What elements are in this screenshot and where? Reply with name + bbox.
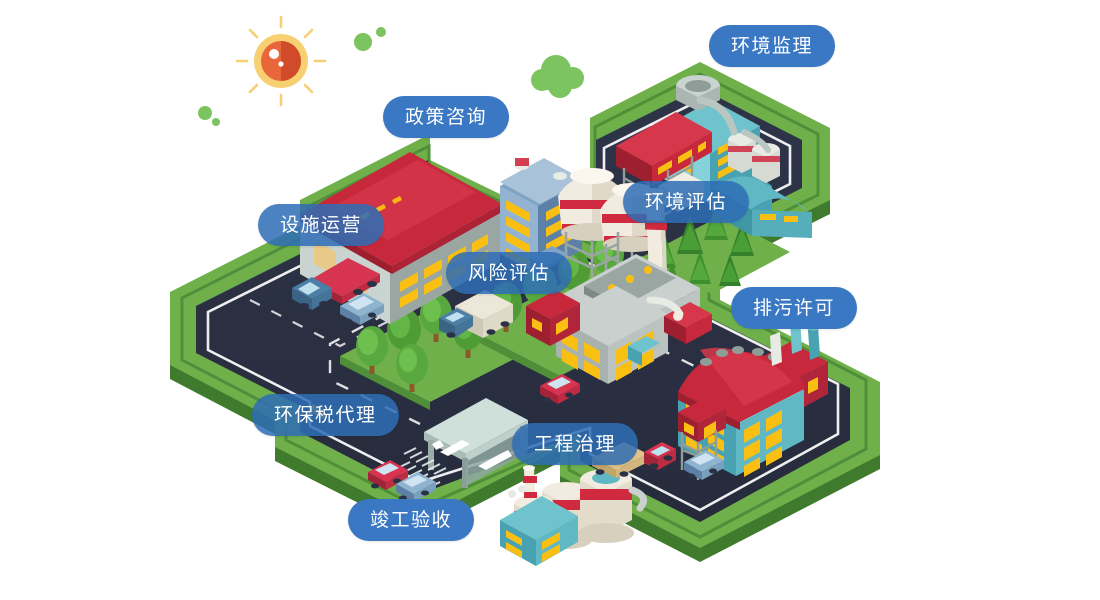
decor-dots [198, 27, 386, 126]
semi-truck-red-trailer [292, 258, 380, 310]
lane-arrows [432, 440, 512, 470]
badge-environmental-assessment[interactable]: 环境评估 [623, 181, 750, 223]
vehicles [292, 258, 724, 502]
badge-environmental-supervision[interactable]: 环境监理 [709, 25, 836, 67]
red-machine-unit [646, 296, 712, 344]
sedan-blue-upper [340, 293, 384, 325]
badge-policy-consulting[interactable]: 政策咨询 [383, 96, 510, 138]
toll-gate-checkpoint [397, 398, 528, 489]
box-truck-white [439, 290, 513, 338]
median-strip-left-side [340, 356, 430, 410]
badge-label: 环境评估 [645, 191, 728, 213]
badge-label: 设施运营 [280, 214, 363, 236]
sun-icon [235, 15, 327, 107]
sedan-red-plaza [368, 460, 408, 490]
badge-label: 政策咨询 [405, 106, 488, 128]
badge-facility-operation[interactable]: 设施运营 [258, 204, 385, 246]
badge-engineering-remediation[interactable]: 工程治理 [512, 423, 639, 465]
sedan-red-lower [540, 374, 580, 404]
sedan-blue-plaza [396, 472, 436, 502]
badge-label: 环保税代理 [274, 404, 377, 426]
badge-label: 排污许可 [753, 297, 836, 319]
badge-completion-acceptance[interactable]: 竣工验收 [348, 499, 475, 541]
factory-red-barrel-roof [678, 317, 828, 480]
badge-environmental-tax-agency[interactable]: 环保税代理 [252, 394, 399, 436]
cloud-icon [531, 55, 584, 98]
storage-tank-farm [500, 465, 648, 566]
median-strip-right-side [470, 330, 560, 384]
badge-label: 环境监理 [731, 35, 814, 57]
tank-cluster-north [728, 133, 780, 183]
badge-label: 风险评估 [468, 262, 551, 284]
power-plant-cooling-towers [526, 168, 712, 384]
badge-label: 工程治理 [534, 433, 617, 455]
badge-pollution-permit[interactable]: 排污许可 [731, 287, 858, 329]
badge-risk-assessment[interactable]: 风险评估 [446, 252, 573, 294]
tank-farm-chimney [523, 465, 537, 512]
tank-farm-control-building [500, 496, 578, 566]
badge-label: 竣工验收 [370, 509, 453, 531]
sedan-blue-lower [684, 450, 724, 480]
elevated-control-box [678, 398, 726, 480]
red-annex [526, 290, 580, 346]
